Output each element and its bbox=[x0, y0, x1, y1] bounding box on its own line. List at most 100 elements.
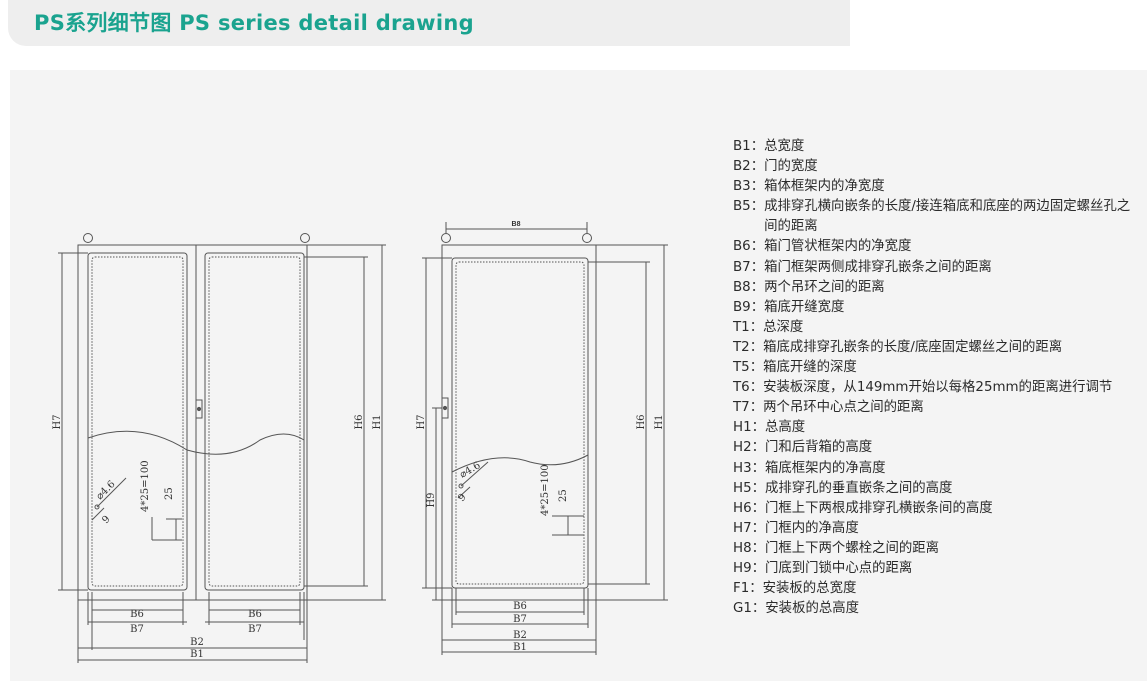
dim-b2: B2 bbox=[190, 637, 204, 648]
legend-item: B6：箱门管状框架内的净宽度 bbox=[733, 237, 1133, 257]
legend-item: G1：安装板的总高度 bbox=[733, 599, 1133, 619]
lifting-eye-icon bbox=[582, 233, 592, 243]
legend-code: B6： bbox=[733, 239, 765, 255]
legend-text: 总深度 bbox=[763, 319, 804, 335]
legend-code: B1： bbox=[733, 139, 765, 154]
legend-text: 箱门框架两侧成排穿孔嵌条之间的距离 bbox=[764, 259, 992, 275]
dim-side-h7: H7 bbox=[416, 414, 427, 429]
dim-side-b2: B2 bbox=[513, 630, 527, 641]
legend-text: 箱体框架内的净宽度 bbox=[764, 179, 885, 195]
dim-h6: H6 bbox=[354, 414, 365, 429]
side-view bbox=[422, 222, 668, 655]
legend-item: B8：两个吊环之间的距离 bbox=[733, 278, 1133, 298]
dim-nine: 9 bbox=[100, 514, 112, 526]
legend-code: H2： bbox=[733, 440, 765, 456]
legend-item: B5：成排穿孔横向嵌条的长度/接连箱底和底座的两边固定螺丝孔之间的距离 bbox=[733, 197, 1133, 237]
lifting-eye-icon bbox=[83, 233, 93, 243]
legend-text: 门的宽度 bbox=[764, 159, 818, 175]
legend-code: T1： bbox=[733, 319, 764, 335]
legend-code: H6： bbox=[733, 500, 765, 516]
door-lock-icon bbox=[195, 399, 203, 419]
front-view bbox=[58, 233, 386, 663]
legend-item: T5：箱底开缝的深度 bbox=[733, 358, 1133, 378]
legend-code: B7： bbox=[733, 259, 765, 275]
dim-b1: B1 bbox=[190, 649, 204, 660]
legend-item: T7：两个吊环中心点之间的距离 bbox=[733, 398, 1133, 418]
legend-text: 成排穿孔横向嵌条的长度/接连箱底和底座的两边固定螺丝孔之间的距离 bbox=[764, 199, 1131, 235]
dim-side-pitch-b: 25 bbox=[558, 489, 569, 502]
legend-code: B3： bbox=[733, 179, 765, 195]
dim-h7: H7 bbox=[52, 414, 63, 429]
dim-h1: H1 bbox=[372, 414, 383, 429]
legend-code: H3： bbox=[733, 460, 765, 476]
legend-code: H7： bbox=[733, 520, 765, 536]
legend-code: B8： bbox=[733, 279, 765, 295]
front-cabinet-outline bbox=[77, 244, 308, 601]
legend-text: 箱门管状框架内的净宽度 bbox=[764, 239, 912, 255]
lifting-eye-icon bbox=[300, 233, 310, 243]
legend-text: 箱底开缝宽度 bbox=[764, 299, 845, 315]
lifting-eye-icon bbox=[441, 233, 451, 243]
dim-b7-left: B7 bbox=[130, 624, 144, 635]
legend-text: 门框内的净高度 bbox=[764, 520, 859, 536]
dim-side-nine: 9 bbox=[456, 492, 468, 504]
legend-item: H6：门框上下两根成排穿孔横嵌条间的高度 bbox=[733, 499, 1133, 519]
dim-pitch-b: 25 bbox=[164, 487, 175, 500]
dim-b7-right: B7 bbox=[248, 624, 262, 635]
dim-side-pitch-a: 4*25=100 bbox=[540, 464, 551, 516]
legend-code: B9： bbox=[733, 299, 765, 315]
dim-b8: B8 bbox=[512, 221, 521, 228]
legend-text: 门框上下两根成排穿孔横嵌条间的高度 bbox=[764, 500, 993, 516]
legend-item: B3：箱体框架内的净宽度 bbox=[733, 177, 1133, 197]
legend-text: 门和后背箱的高度 bbox=[764, 440, 873, 456]
dim-pitch-a: 4*25=100 bbox=[140, 460, 151, 512]
legend-item: B1：总宽度 bbox=[733, 137, 1133, 157]
dim-side-h6: H6 bbox=[636, 414, 647, 429]
legend-item: F1：安装板的总宽度 bbox=[733, 579, 1133, 599]
legend-text: 总高度 bbox=[764, 420, 806, 436]
legend-code: T2： bbox=[733, 339, 764, 355]
legend-item: T2：箱底成排穿孔嵌条的长度/底座固定螺丝之间的距离 bbox=[733, 338, 1133, 358]
legend-text: 箱底开缝的深度 bbox=[763, 360, 857, 376]
legend-item: H8：门框上下两个螺栓之间的距离 bbox=[733, 539, 1133, 559]
legend-code: H8： bbox=[733, 540, 765, 556]
diagram-panel bbox=[10, 70, 1147, 681]
legend-text: 成排穿孔的垂直嵌条之间的高度 bbox=[764, 480, 953, 496]
legend-item: B7：箱门框架两侧成排穿孔嵌条之间的距离 bbox=[733, 258, 1133, 278]
header-bar: PS系列细节图 PS series detail drawing bbox=[8, 0, 850, 46]
dim-b6-right: B6 bbox=[248, 609, 262, 620]
legend-code: B5： bbox=[733, 199, 765, 215]
legend-item: H7：门框内的净高度 bbox=[733, 519, 1133, 539]
legend-code: T5： bbox=[733, 360, 764, 376]
legend-text: 安装板的总高度 bbox=[765, 601, 860, 617]
legend-text: 箱底框架内的净高度 bbox=[764, 460, 886, 476]
legend-item: B2：门的宽度 bbox=[733, 157, 1133, 177]
legend-text: 安装板深度，从149mm开始以每格25mm的距离进行调节 bbox=[763, 380, 1113, 396]
legend-item: T6：安装板深度，从149mm开始以每格25mm的距离进行调节 bbox=[733, 378, 1133, 398]
legend-code: G1： bbox=[733, 601, 766, 617]
legend-text: 箱底成排穿孔嵌条的长度/底座固定螺丝之间的距离 bbox=[763, 339, 1063, 355]
legend-code: H9： bbox=[733, 560, 765, 576]
legend-text: 门底到门锁中心点的距离 bbox=[764, 560, 913, 576]
dim-side-h1: H1 bbox=[654, 414, 665, 429]
legend-code: F1： bbox=[733, 581, 763, 597]
legend-text: 两个吊环中心点之间的距离 bbox=[763, 400, 924, 416]
legend-code: T6： bbox=[733, 380, 764, 396]
legend-item: H5：成排穿孔的垂直嵌条之间的高度 bbox=[733, 479, 1133, 499]
page-title: PS系列细节图 PS series detail drawing bbox=[34, 11, 474, 35]
dim-side-b6: B6 bbox=[513, 601, 527, 612]
legend-code: B2： bbox=[733, 159, 765, 175]
legend-code: T7： bbox=[733, 400, 764, 416]
legend-item: T1：总深度 bbox=[733, 318, 1133, 338]
dim-side-b1: B1 bbox=[513, 642, 527, 653]
side-cabinet-outline bbox=[441, 244, 597, 601]
legend-item: H3：箱底框架内的净高度 bbox=[733, 459, 1133, 479]
dim-b6-left: B6 bbox=[130, 609, 144, 620]
legend-text: 门框上下两个螺栓之间的距离 bbox=[764, 540, 940, 556]
legend-code: H5： bbox=[733, 480, 765, 496]
legend-item: H9：门底到门锁中心点的距离 bbox=[733, 559, 1133, 579]
legend-item: B9：箱底开缝宽度 bbox=[733, 298, 1133, 318]
legend-text: 安装板的总宽度 bbox=[762, 581, 857, 597]
